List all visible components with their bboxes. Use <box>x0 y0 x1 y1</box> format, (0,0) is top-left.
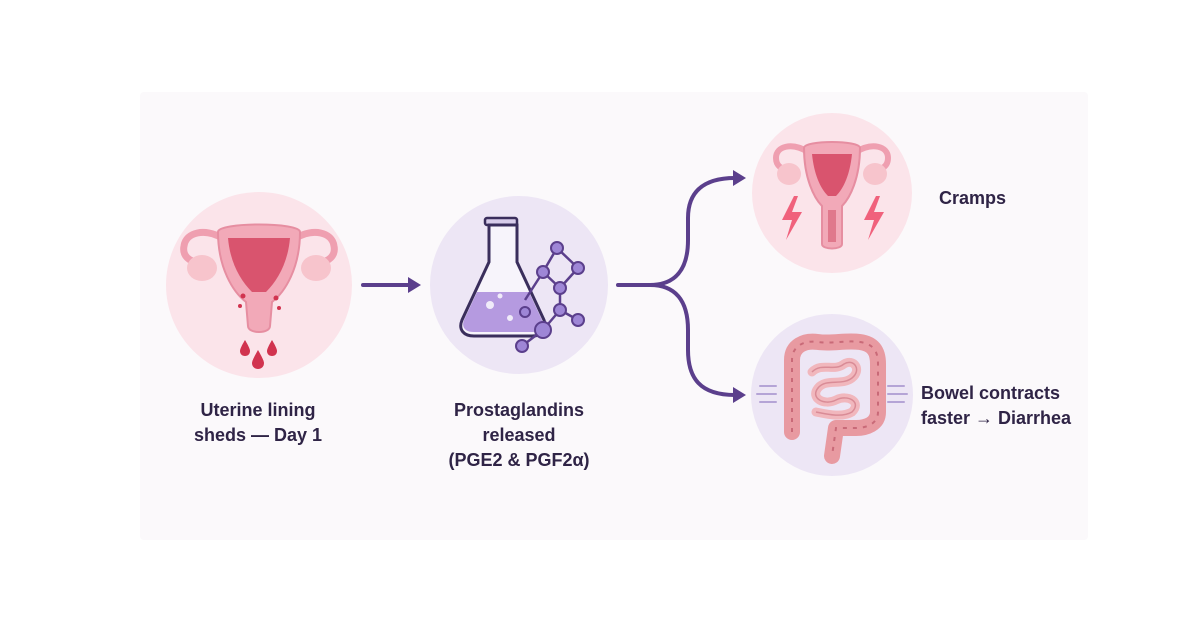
step-1-node <box>166 192 352 378</box>
step-2-label: Prostaglandins released (PGE2 & PGF2α) <box>448 400 590 470</box>
arrow-head-cramps <box>733 170 746 186</box>
outcome-bowel-label: Bowel contracts faster → Diarrhea <box>921 383 1072 428</box>
motion-lines-icon-right <box>887 385 908 403</box>
outcome-bowel-node <box>751 314 913 476</box>
step-2-node <box>430 196 608 374</box>
uterus-shedding-icon <box>180 223 338 369</box>
flask-molecule-icon <box>459 216 585 353</box>
lightning-icon-right <box>864 196 884 240</box>
outcome-cramps-node <box>752 113 912 273</box>
motion-lines-icon-left <box>756 385 777 403</box>
uterus-cramps-icon <box>772 141 892 250</box>
lightning-icon-left <box>782 196 802 240</box>
branch-arrows <box>616 176 737 397</box>
outcome-cramps-label: Cramps <box>939 188 1007 208</box>
intestine-icon <box>756 333 908 464</box>
arrow-step1-to-step2 <box>361 277 421 293</box>
step-1-label: Uterine lining sheds — Day 1 <box>193 400 323 445</box>
arrow-head-bowel <box>733 387 746 403</box>
